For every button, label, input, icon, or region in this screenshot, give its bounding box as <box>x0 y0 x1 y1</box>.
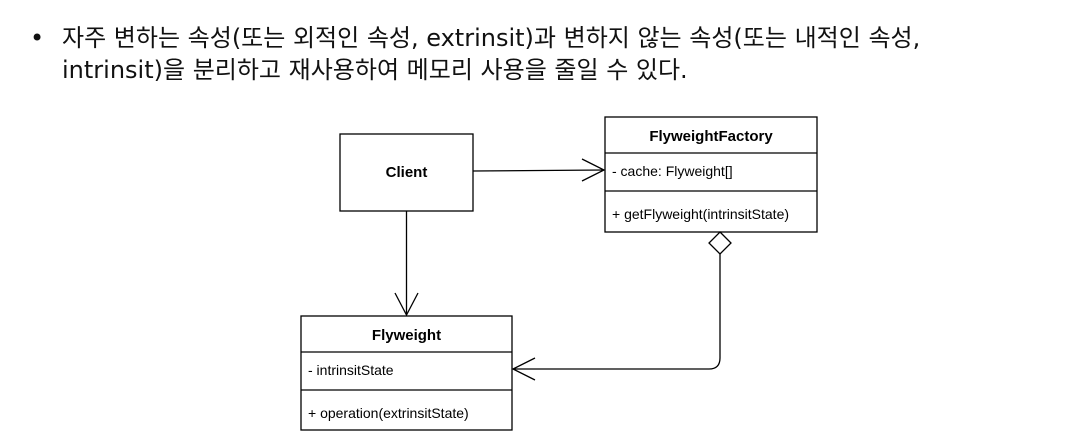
flyweight-class-box: Flyweight - intrinsitState + operation(e… <box>300 315 513 431</box>
factory-aggregation-arrow <box>511 231 732 381</box>
client-class-box: Client <box>339 133 474 212</box>
bullet-line-2: intrinsit)을 분리하고 재사용하여 메모리 사용을 줄일 수 있다. <box>62 56 688 84</box>
flyweight-factory-class-box: FlyweightFactory - cache: Flyweight[] + … <box>604 116 818 233</box>
bullet-line-1: 자주 변하는 속성(또는 외적인 속성, extrinsit)과 변하지 않는 … <box>62 24 921 52</box>
client-to-flyweight-arrow <box>394 211 419 317</box>
flyweight-factory-operation: + getFlyweight(intrinsitState) <box>612 206 789 222</box>
flyweight-operation: + operation(extrinsitState) <box>308 405 469 421</box>
bullet-paragraph: • 자주 변하는 속성(또는 외적인 속성, extrinsit)과 변하지 않… <box>30 22 1060 86</box>
flyweight-factory-attribute: - cache: Flyweight[] <box>612 163 733 179</box>
client-class-name: Client <box>386 164 428 181</box>
flyweight-class-name: Flyweight <box>372 327 441 344</box>
flyweight-factory-class-name: FlyweightFactory <box>649 128 773 145</box>
bullet-text: 자주 변하는 속성(또는 외적인 속성, extrinsit)과 변하지 않는 … <box>62 22 1060 86</box>
client-to-factory-arrow <box>472 158 606 182</box>
flyweight-attribute: - intrinsitState <box>308 362 394 378</box>
bullet-marker: • <box>30 24 45 52</box>
